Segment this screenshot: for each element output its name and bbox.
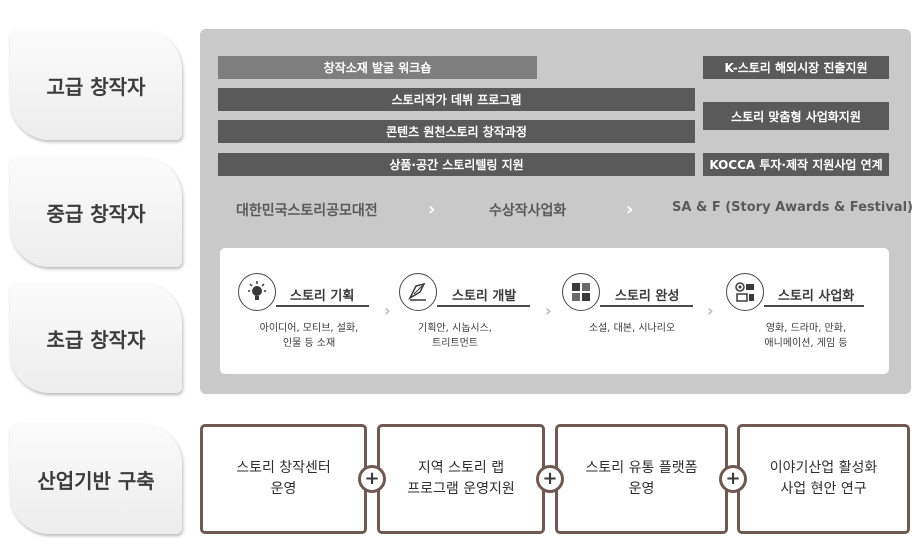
stage-title-development: 스토리 개발	[452, 289, 517, 304]
step-award-commercialization: 수상작사업화	[489, 203, 567, 219]
stage-desc-completion: 소설, 대본, 시나리오	[588, 323, 676, 334]
tier-industry: 산업기반 구축	[10, 424, 182, 534]
bar-workshop: 창작소재 발굴 워크숍	[218, 56, 537, 79]
stage-underline	[437, 305, 530, 307]
box-regional-lab: 지역 스토리 랩 프로그램 운영지원	[377, 424, 545, 534]
tier-intermediate-label: 중급 창작자	[46, 201, 146, 226]
box-distribution-platform: 스토리 유통 플랫폼 운영	[555, 424, 728, 534]
puzzle-icon	[562, 273, 600, 311]
plus-icon: +	[719, 465, 747, 493]
stage-title-planning: 스토리 기획	[290, 289, 355, 304]
stage-underline	[600, 305, 693, 307]
stage-title-completion: 스토리 완성	[615, 289, 680, 304]
stage-title-commercialization: 스토리 사업화	[778, 289, 855, 304]
bar-overseas-support: K-스토리 해외시장 진출지원	[703, 56, 889, 79]
chevron-right-icon: ›	[545, 301, 552, 320]
film-camera-icon	[726, 273, 764, 311]
stage-underline	[764, 305, 864, 307]
lightbulb-icon	[238, 273, 276, 311]
step-sa-f: SA & F (Story Awards & Festival)	[672, 200, 913, 215]
box-creation-center: 스토리 창작센터 운영	[200, 424, 367, 534]
tier-industry-label: 산업기반 구축	[37, 468, 155, 493]
bar-storytelling-support: 상품·공간 스토리텔링 지원	[218, 153, 695, 176]
chevron-right-icon: ›	[428, 199, 436, 220]
chevron-right-icon: ›	[384, 301, 391, 320]
tier-beginner: 초급 창작자	[10, 283, 182, 393]
tier-advanced: 고급 창작자	[10, 30, 182, 140]
tier-advanced-label: 고급 창작자	[46, 74, 146, 99]
bar-commercialization-support: 스토리 맞춤형 사업화지원	[703, 102, 889, 130]
bar-original-story-course: 콘텐츠 원천스토리 창작과정	[218, 120, 695, 143]
bar-debut-program: 스토리작가 데뷔 프로그램	[218, 88, 695, 111]
tier-intermediate: 중급 창작자	[10, 157, 182, 267]
chevron-right-icon: ›	[626, 199, 634, 220]
stage-desc-commercialization: 영화, 드라마, 만화, 애니메이션, 게임 등	[764, 323, 848, 349]
box-industry-research: 이야기산업 활성화 사업 현안 연구	[737, 424, 910, 534]
stage-underline	[276, 305, 369, 307]
bar-kocca-investment: KOCCA 투자·제작 지원사업 연계	[703, 153, 889, 176]
step-story-contest: 대한민국스토리공모대전	[236, 203, 378, 219]
plus-icon: +	[358, 465, 386, 493]
plus-icon: +	[536, 465, 564, 493]
stage-desc-planning: 아이디어, 모티브, 설화, 인물 등 소재	[259, 323, 359, 349]
stage-desc-development: 기획안, 시놉시스, 트리트먼트	[418, 323, 492, 349]
story-stages-box	[220, 248, 889, 374]
tier-beginner-label: 초급 창작자	[46, 327, 146, 352]
chevron-right-icon: ›	[707, 301, 714, 320]
quill-pen-icon	[399, 273, 437, 311]
